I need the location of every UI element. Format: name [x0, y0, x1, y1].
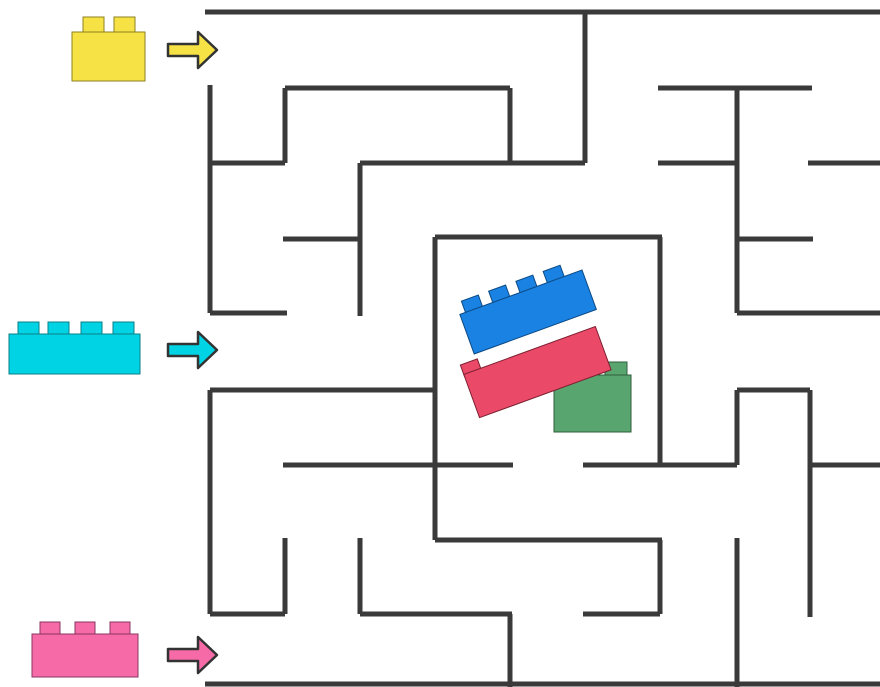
yellow-brick[interactable]: [71, 16, 146, 82]
blue-brick: [459, 264, 598, 355]
red-brick: [459, 325, 612, 419]
cyan-brick[interactable]: [8, 321, 141, 375]
maze-walls: [205, 9, 880, 687]
pink-arrow-icon: [166, 635, 219, 675]
cyan-arrow-icon: [166, 330, 219, 370]
goal-brick-pile: [459, 264, 632, 433]
yellow-arrow-icon: [166, 30, 219, 70]
pink-brick[interactable]: [31, 621, 139, 678]
